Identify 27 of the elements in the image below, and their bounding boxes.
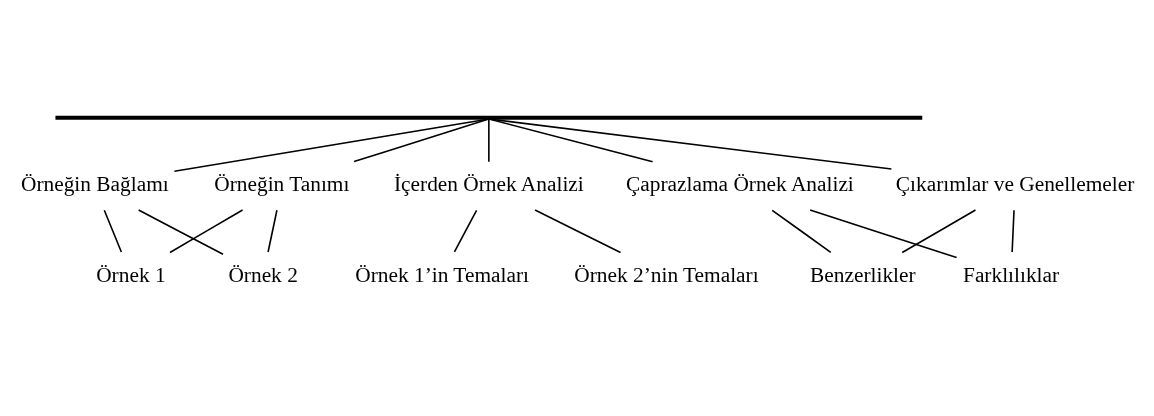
- node-bar: [55, 115, 923, 120]
- node-text: Benzerlikler: [810, 262, 916, 287]
- connector: [1011, 209, 1015, 253]
- connector: [267, 209, 278, 253]
- connector: [103, 209, 123, 253]
- connector: [488, 117, 893, 170]
- node-text: Farklılıklar: [963, 262, 1060, 287]
- node-text: Örnek 2’nin Temaları: [574, 262, 759, 287]
- connector: [901, 208, 977, 253]
- connector: [169, 208, 244, 253]
- connector: [771, 209, 832, 253]
- node-text: Örnek 1: [96, 262, 166, 287]
- connector: [173, 117, 490, 172]
- connector: [534, 208, 622, 253]
- node-text: Örnek 2: [228, 262, 298, 287]
- node-text: Çıkarımlar ve Genellemeler: [895, 171, 1135, 196]
- node-text: Örneğin Bağlamı: [20, 171, 169, 196]
- connector: [488, 117, 490, 162]
- connector: [353, 117, 490, 162]
- node-text: Örnek 1’in Temaları: [355, 262, 529, 287]
- connector: [809, 208, 958, 258]
- node-text: Çaprazlama Örnek Analizi: [626, 171, 854, 196]
- connector: [453, 209, 478, 253]
- node-text: İçerden Örnek Analizi: [393, 171, 584, 196]
- connector: [137, 208, 224, 255]
- connector: [488, 117, 654, 162]
- node-text: Örneğin Tanımı: [214, 171, 350, 196]
